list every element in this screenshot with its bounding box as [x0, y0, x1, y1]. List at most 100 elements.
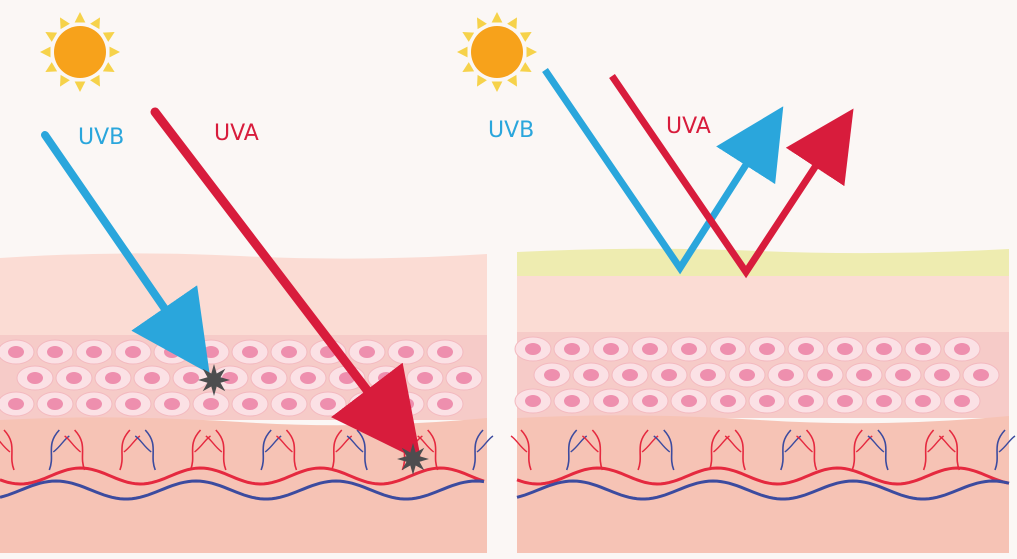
sun-ray — [74, 12, 86, 23]
cell-nucleus — [417, 372, 433, 384]
capillary — [570, 435, 588, 453]
capillary — [520, 429, 532, 471]
uvb-reflected-arrow — [542, 68, 784, 275]
cell-nucleus — [398, 346, 414, 358]
sun-ray — [90, 74, 100, 87]
capillary — [64, 435, 82, 453]
skin-cells — [514, 336, 1000, 414]
cell-nucleus — [895, 369, 911, 381]
sun-ray — [40, 46, 51, 58]
capillary — [641, 435, 659, 453]
artery — [0, 466, 485, 486]
capillary — [805, 429, 818, 471]
cell-nucleus — [47, 398, 63, 410]
capillary — [784, 435, 802, 453]
skin-cross-section — [510, 248, 1016, 553]
cell-nucleus — [281, 346, 297, 358]
cell-nucleus — [564, 343, 580, 355]
sun-ray — [109, 46, 120, 58]
cell-nucleus — [27, 372, 43, 384]
capillary — [994, 429, 1006, 471]
sun-ray — [462, 62, 475, 72]
cell-nucleus — [378, 372, 394, 384]
capillary — [663, 429, 675, 471]
cell-nucleus — [759, 343, 775, 355]
cell-nucleus — [242, 398, 258, 410]
skin-cross-section — [0, 253, 494, 553]
vein — [0, 479, 485, 501]
cell-nucleus — [642, 343, 658, 355]
cell-nucleus — [66, 372, 82, 384]
cell-nucleus — [622, 369, 638, 381]
capillary — [134, 435, 152, 453]
epidermis-layer — [0, 253, 487, 340]
cell-nucleus — [359, 346, 375, 358]
sun-ray — [491, 81, 503, 92]
cell-nucleus — [86, 398, 102, 410]
panel-unprotected: UVB UVA — [0, 12, 494, 553]
uva-label: UVA — [666, 114, 711, 139]
capillary — [74, 429, 86, 471]
uva-label: UVA — [214, 121, 259, 146]
capillary — [189, 429, 202, 471]
cell-nucleus — [47, 346, 63, 358]
capillary — [948, 429, 961, 471]
capillary — [591, 429, 604, 471]
cell-nucleus — [86, 346, 102, 358]
capillary — [734, 429, 746, 471]
cell-nucleus — [437, 346, 453, 358]
cell-nucleus — [183, 372, 199, 384]
cell-nucleus — [203, 398, 219, 410]
sun-ray — [74, 81, 86, 92]
capillary — [938, 435, 956, 453]
capillary — [472, 429, 484, 471]
cell-nucleus — [8, 346, 24, 358]
uva-arrow — [150, 107, 422, 462]
capillary — [708, 429, 721, 471]
cell-nucleus — [642, 395, 658, 407]
capillary — [427, 429, 439, 471]
cell-nucleus — [681, 395, 697, 407]
sun-ray — [491, 12, 503, 23]
sun-ray — [477, 74, 487, 87]
cell-nucleus — [798, 395, 814, 407]
sunscreen-layer — [517, 248, 1009, 282]
cell-nucleus — [164, 346, 180, 358]
cell-nucleus — [798, 343, 814, 355]
cell-nucleus — [759, 395, 775, 407]
sun-icon — [40, 12, 120, 92]
cell-nucleus — [876, 343, 892, 355]
capillary — [205, 435, 223, 453]
cell-nucleus — [525, 343, 541, 355]
uvb-label: UVB — [78, 125, 124, 150]
sun-ray — [507, 74, 517, 87]
cell-nucleus — [564, 395, 580, 407]
sun-ray — [526, 46, 537, 58]
cell-nucleus — [261, 372, 277, 384]
cell-nucleus — [8, 398, 24, 410]
capillary — [264, 435, 282, 453]
cell-nucleus — [876, 395, 892, 407]
capillary — [3, 429, 15, 471]
starburst-damage-icon — [198, 364, 230, 396]
capillary — [855, 435, 873, 453]
capillary — [119, 429, 131, 471]
cell-nucleus — [525, 395, 541, 407]
skin-cells — [0, 339, 483, 417]
cell-nucleus — [915, 395, 931, 407]
capillary — [0, 440, 11, 453]
cell-nucleus — [681, 343, 697, 355]
capillary — [285, 429, 298, 471]
cell-nucleus — [837, 395, 853, 407]
sun-ray — [507, 17, 517, 30]
capillary — [260, 429, 272, 471]
cell-nucleus — [954, 343, 970, 355]
cell-nucleus — [934, 369, 950, 381]
cell-nucleus — [720, 395, 736, 407]
cell-nucleus — [144, 372, 160, 384]
capillary — [867, 435, 885, 453]
vein — [516, 479, 1010, 501]
uvb-arrow — [41, 131, 210, 374]
capillary — [476, 435, 494, 453]
cell-nucleus — [125, 398, 141, 410]
